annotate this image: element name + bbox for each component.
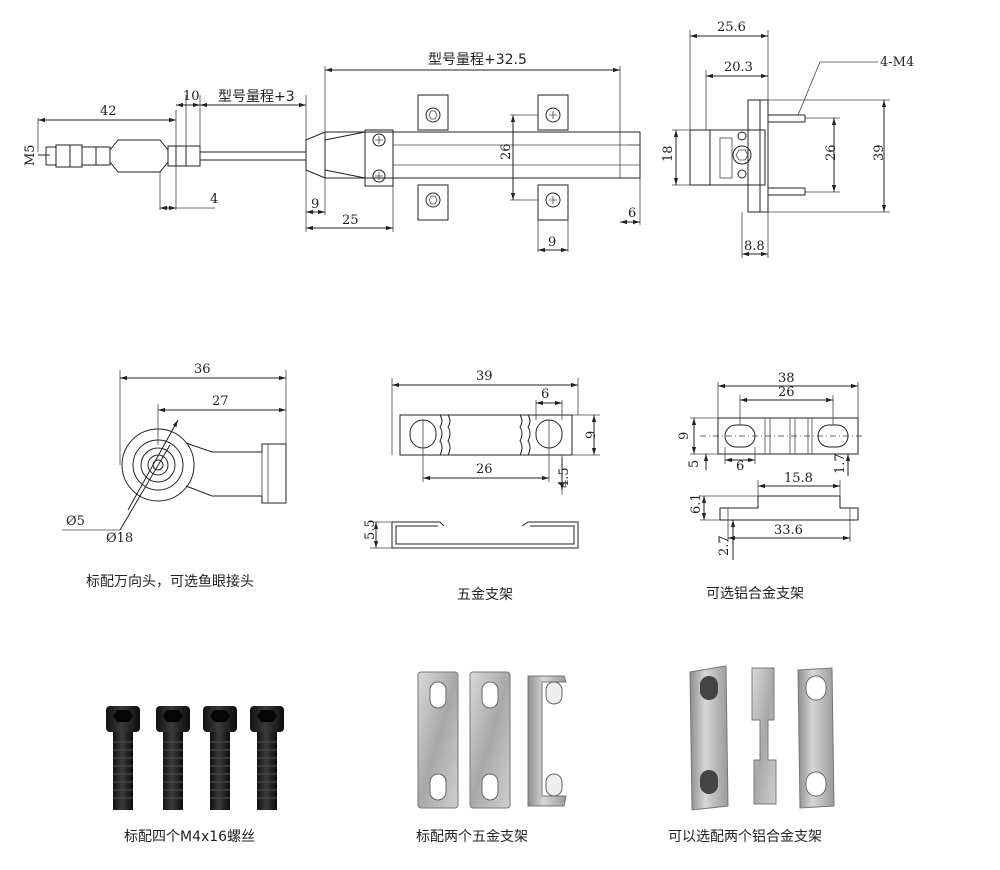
dim-9-bracket: 9 xyxy=(584,431,599,439)
alu-bracket xyxy=(797,667,835,809)
main-side-view: 42 10 型号量程+3 型号量程+32.5 M5 4 9 25 xyxy=(23,52,641,253)
dim-9-bottom: 9 xyxy=(548,235,556,250)
dim-25: 25 xyxy=(342,213,359,228)
dim-26-end: 26 xyxy=(824,144,839,161)
hw-brackets-caption: 标配两个五金支架 xyxy=(416,829,528,845)
rod-end-detail: 36 27 Ø5 Ø18 标配万向头，可选鱼眼接头 xyxy=(62,362,287,590)
dim-39-bracket: 39 xyxy=(476,369,493,384)
screw xyxy=(203,706,237,810)
dim-stroke-plus32-5: 型号量程+32.5 xyxy=(428,52,527,68)
hardware-brackets-photo: 标配两个五金支架 xyxy=(416,671,567,845)
dim-26-alu: 26 xyxy=(778,385,795,400)
dim-36: 36 xyxy=(194,362,211,377)
dim-d5: Ø5 xyxy=(66,514,85,529)
hw-bracket-side xyxy=(527,675,567,807)
dim-6-1: 6.1 xyxy=(689,493,704,514)
dim-20-3: 20.3 xyxy=(724,60,753,75)
main-dimensions: 42 10 型号量程+3 型号量程+32.5 M5 4 9 25 xyxy=(23,52,641,253)
dim-6: 6 xyxy=(628,206,636,221)
dim-m5: M5 xyxy=(23,144,38,166)
dim-39: 39 xyxy=(872,144,887,161)
mounting-brackets xyxy=(417,94,569,221)
dim-4: 4 xyxy=(210,192,218,207)
dim-9-alu: 9 xyxy=(677,432,692,440)
dim-33-6: 33.6 xyxy=(774,523,803,538)
hardware-bracket-detail: 39 6 9 26 4.5 5.5 五金支架 xyxy=(363,369,600,603)
dim-18: 18 xyxy=(661,145,676,162)
dim-38: 38 xyxy=(778,371,795,386)
dim-15-8: 15.8 xyxy=(784,471,813,486)
screw xyxy=(106,706,140,810)
sensor-body xyxy=(305,129,641,187)
dim-27: 27 xyxy=(212,394,229,409)
alu-bracket xyxy=(689,665,729,811)
dim-10: 10 xyxy=(183,89,200,104)
dim-2-7: 2.7 xyxy=(717,535,732,556)
dim-stroke-plus3: 型号量程+3 xyxy=(218,89,295,105)
dim-1-7: 1.7 xyxy=(833,453,848,474)
alu-bracket-profile xyxy=(751,667,777,805)
hw-bracket xyxy=(469,671,511,809)
screw xyxy=(156,706,190,810)
hardware-bracket-caption: 五金支架 xyxy=(457,587,513,603)
rod-end-assembly xyxy=(38,139,306,173)
dim-4-5: 4.5 xyxy=(557,467,572,488)
alu-bracket-detail: 38 26 9 5 6 1.7 15.8 6.1 33.6 2.7 xyxy=(677,371,862,602)
dim-9-left: 9 xyxy=(311,197,319,212)
dim-d18: Ø18 xyxy=(106,531,133,546)
dim-6-alu: 6 xyxy=(736,459,744,474)
alu-brackets-caption: 可以选配两个铝合金支架 xyxy=(668,829,822,845)
rod-end-caption: 标配万向头，可选鱼眼接头 xyxy=(86,573,254,590)
screws-photo: 标配四个M4x16螺丝 xyxy=(106,706,284,845)
dim-25-6: 25.6 xyxy=(717,20,746,35)
alu-bracket-caption: 可选铝合金支架 xyxy=(706,586,804,602)
end-view: 25.6 20.3 4-M4 18 26 39 8.8 xyxy=(661,20,914,258)
dim-26-body: 26 xyxy=(499,143,514,160)
dim-5-alu: 5 xyxy=(687,460,702,468)
dim-5-5: 5.5 xyxy=(363,519,378,540)
dim-42: 42 xyxy=(100,104,117,119)
dim-4-m4: 4-M4 xyxy=(880,55,914,70)
dim-26-bracket: 26 xyxy=(476,462,493,477)
screw xyxy=(250,706,284,810)
dim-8-8: 8.8 xyxy=(744,239,765,254)
screws-caption: 标配四个M4x16螺丝 xyxy=(124,829,255,845)
dim-6-bracket: 6 xyxy=(541,387,549,402)
hw-bracket xyxy=(417,671,459,809)
alu-brackets-photo: 可以选配两个铝合金支架 xyxy=(668,665,835,845)
